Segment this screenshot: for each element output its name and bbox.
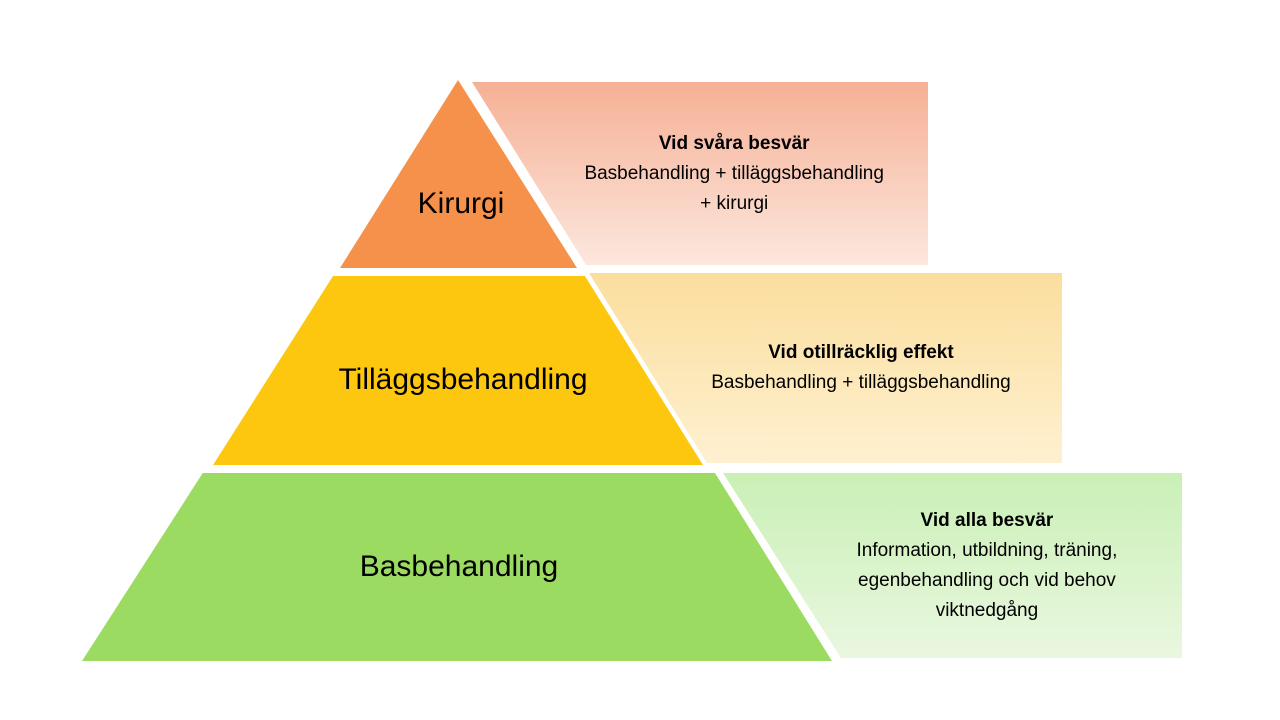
annotation-kirurgi-heading: Vid svåra besvär <box>658 132 810 154</box>
annotation-basbehandling-line: egenbehandling och vid behov <box>858 569 1116 591</box>
annotation-basbehandling-heading: Vid alla besvär <box>920 509 1054 531</box>
annotation-kirurgi-line: + kirurgi <box>700 192 769 214</box>
annotation-basbehandling-line: Information, utbildning, träning, <box>856 539 1118 561</box>
pyramid-level-kirurgi-label: Kirurgi <box>417 187 505 220</box>
pyramid-level-basbehandling-shape <box>82 473 832 661</box>
annotation-kirurgi-text: Vid svåra besvär Basbehandling + tillägg… <box>540 82 928 265</box>
pyramid-level-basbehandling-label: Basbehandling <box>359 550 559 583</box>
annotation-tillaggsbehandling-text: Vid otillräcklig effekt Basbehandling + … <box>660 273 1062 463</box>
annotation-tillaggsbehandling-line: Basbehandling + tilläggsbehandling <box>711 372 1011 393</box>
pyramid-level-tillaggsbehandling-label: Tilläggsbehandling <box>338 363 588 396</box>
annotation-tillaggsbehandling-heading: Vid otillräcklig effekt <box>768 342 954 363</box>
annotation-basbehandling-text: Vid alla besvär Information, utbildning,… <box>792 473 1182 658</box>
annotation-kirurgi-line: Basbehandling + tilläggsbehandling <box>584 162 884 184</box>
annotation-basbehandling-line: viktnedgång <box>935 599 1039 621</box>
